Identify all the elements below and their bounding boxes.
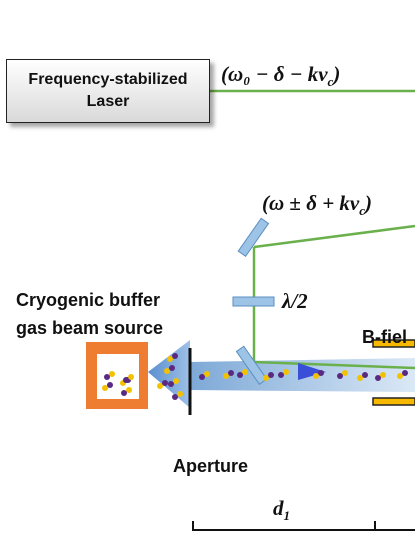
half-wave-plate [232, 296, 275, 307]
molecule [164, 365, 175, 374]
atom-yellow [357, 375, 363, 381]
atom-purple [123, 377, 129, 383]
atom-purple [268, 372, 274, 378]
atom-purple [168, 381, 174, 387]
atom-purple [362, 372, 368, 378]
atom-yellow [283, 369, 289, 375]
atom-yellow [167, 356, 173, 362]
molecule [313, 370, 324, 379]
magnet-top [372, 339, 415, 348]
molecule [278, 369, 289, 378]
atom-yellow [342, 370, 348, 376]
atom-purple [169, 365, 175, 371]
atom-purple [172, 394, 178, 400]
atom-purple [162, 380, 168, 386]
beam-top-frequency: (ω₀ − δ − kvc) [221, 62, 341, 90]
atom-purple [375, 375, 381, 381]
molecule [167, 353, 178, 362]
atom-yellow [126, 387, 132, 393]
atom-yellow [173, 378, 179, 384]
source-label-line2: gas beam source [16, 318, 164, 338]
molecule [237, 369, 248, 378]
molecule [337, 370, 348, 379]
molecule [263, 372, 274, 381]
mirror-top [237, 217, 270, 257]
bfield-label: B-fiel [362, 327, 407, 347]
atom-purple [228, 370, 234, 376]
atom-purple [278, 372, 284, 378]
atom-yellow [263, 375, 269, 381]
laser-box: Frequency-stabilized Laser [6, 59, 210, 123]
distance-label: d1 [273, 496, 290, 524]
atom-yellow [380, 372, 386, 378]
atom-purple [121, 390, 127, 396]
beam-mid-frequency: (ω ± δ + kvc) [262, 191, 373, 219]
molecule [172, 391, 183, 400]
atom-purple [337, 373, 343, 379]
atom-yellow [109, 371, 115, 377]
atom-yellow [164, 368, 170, 374]
molecule [199, 371, 210, 380]
molecule [104, 371, 115, 380]
molecule [397, 370, 408, 379]
molecule [157, 380, 168, 389]
atom-yellow [397, 373, 403, 379]
atom-yellow [223, 373, 229, 379]
laser-label-line2: Laser [86, 93, 130, 110]
molecule [123, 374, 134, 383]
atom-purple [199, 374, 205, 380]
beam-direction-arrow [298, 363, 326, 380]
molecule [357, 372, 368, 381]
magnet-bottom [372, 397, 415, 406]
atom-purple [318, 370, 324, 376]
laser-label-line1: Frequency-stabilized [28, 71, 188, 88]
molecule [121, 387, 132, 396]
atom-purple [107, 382, 113, 388]
atom-yellow [102, 385, 108, 391]
mirror-bottom [235, 345, 268, 385]
atom-purple [104, 374, 110, 380]
molecule [168, 378, 179, 387]
molecule [375, 372, 386, 381]
waveplate-label: λ/2 [282, 289, 308, 313]
atom-yellow [177, 391, 183, 397]
atom-purple [402, 370, 408, 376]
aperture-label: Aperture [173, 456, 249, 476]
source-plume [148, 340, 190, 408]
atom-yellow [128, 374, 134, 380]
source-label-line1: Cryogenic buffer [16, 290, 161, 310]
atom-purple [237, 372, 243, 378]
atom-yellow [242, 369, 248, 375]
molecule [223, 370, 234, 379]
molecules [102, 353, 408, 400]
atom-purple [172, 353, 178, 359]
atom-yellow [313, 373, 319, 379]
laser-beam-mid [253, 224, 415, 249]
molecule [102, 382, 113, 391]
laser-beam-probe [253, 360, 415, 370]
atom-yellow [204, 371, 210, 377]
atom-yellow [157, 383, 163, 389]
